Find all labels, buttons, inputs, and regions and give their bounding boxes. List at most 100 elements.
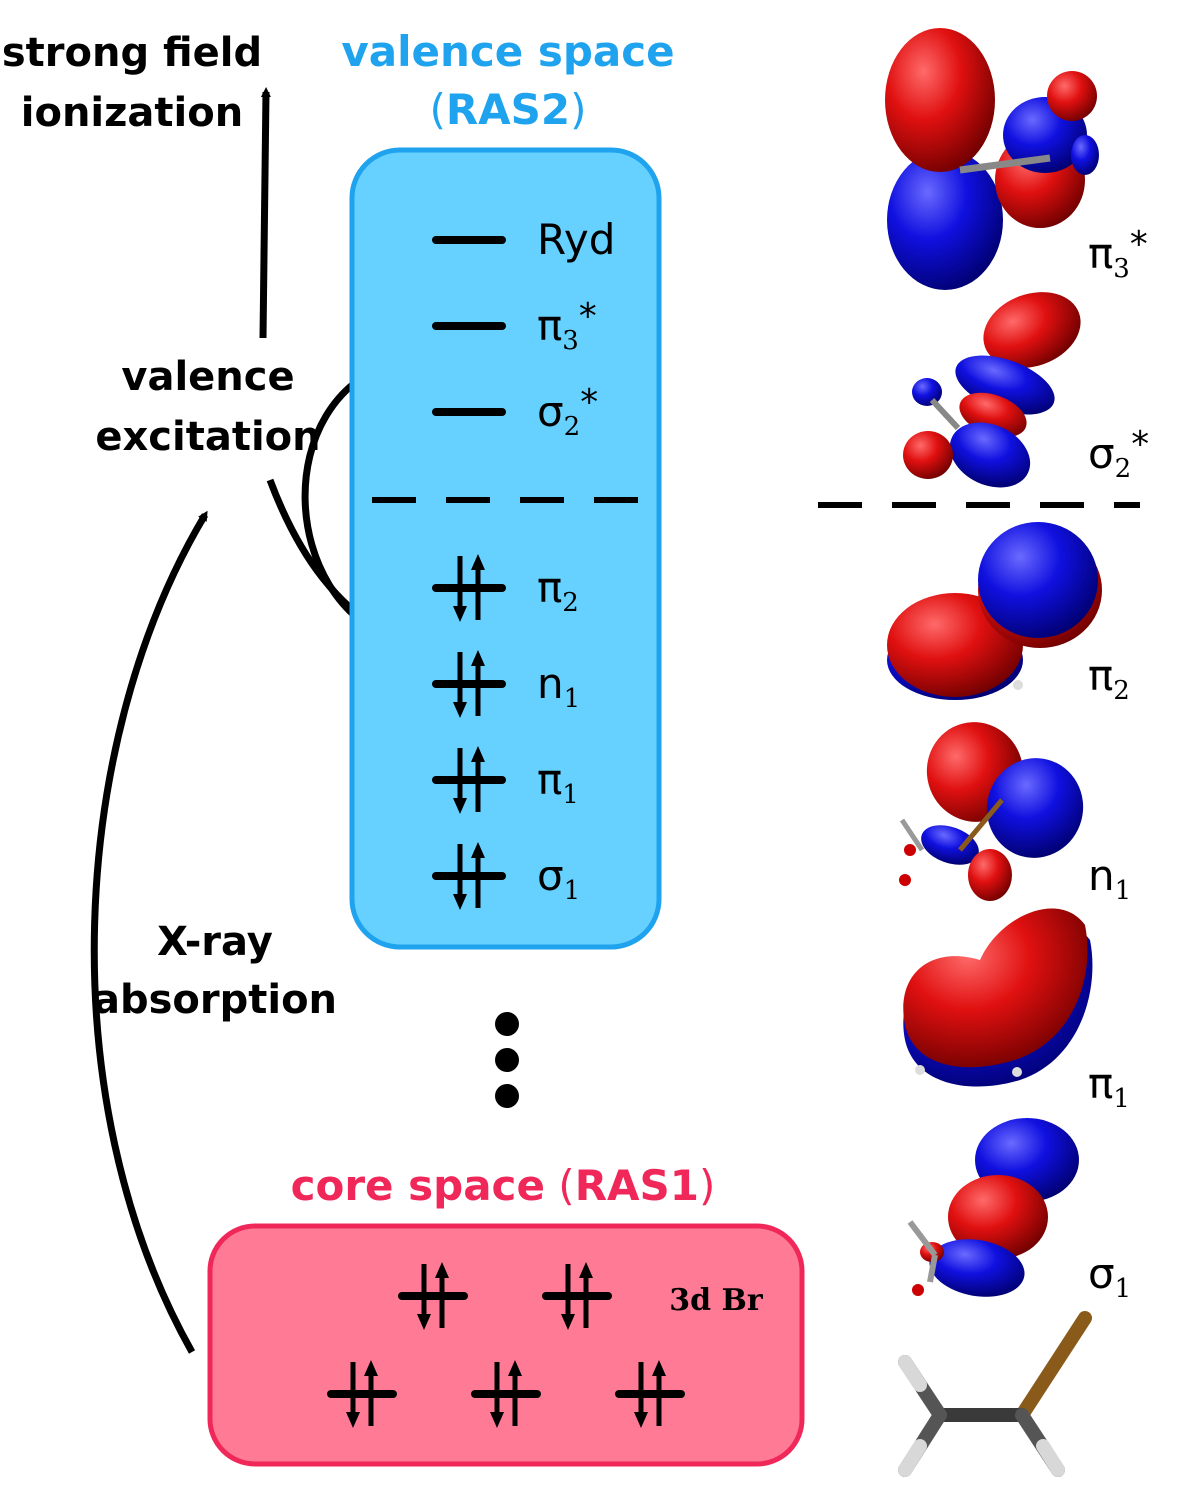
orbital-image-pi3-star (885, 28, 1099, 290)
orbital-image-label-superscript: * (1131, 424, 1149, 465)
occupied-level-label-subscript: 1 (564, 876, 581, 906)
core-orbital-level (542, 1262, 612, 1330)
core-space-box (207, 1223, 805, 1467)
orbital-image-label: π1 (1088, 1059, 1130, 1114)
orbital-image-label-base: σ (1088, 1249, 1115, 1298)
valence-excitation-line-1: valence (121, 354, 294, 400)
spin-down-arrow (417, 1264, 431, 1330)
unoccupied-level-label-superscript: * (579, 296, 597, 337)
valence-ras-label: RAS2 (446, 85, 570, 134)
unoccupied-level-label-superscript: * (580, 382, 598, 423)
spin-down-arrow (634, 1362, 648, 1428)
valence-excitation-label: valence excitation (95, 354, 320, 460)
spin-down-arrow (561, 1264, 575, 1330)
strong-field-line-2: ionization (21, 90, 243, 136)
ionization-arrow (259, 87, 271, 339)
orbital-image-label: σ1 (1088, 1249, 1131, 1304)
occupied-level-label: n1 (537, 659, 580, 714)
spin-up-arrow (579, 1262, 593, 1328)
valence-paren-open: ( (429, 85, 445, 134)
occupied-level-label-subscript: 2 (562, 588, 579, 618)
orbital-image-label-subscript: 2 (1113, 676, 1130, 706)
valence-paren-close: ) (570, 85, 586, 134)
occupied-level-label-subscript: 1 (562, 780, 579, 810)
orbital-image-label: π3* (1088, 224, 1148, 284)
bond-c-br (1015, 1311, 1092, 1422)
core-orbital-level (398, 1262, 468, 1330)
occupied-level: n1 (432, 650, 580, 718)
spin-up-arrow (471, 746, 485, 812)
occupied-level: σ1 (432, 842, 580, 910)
unoccupied-level-label-base: Ryd (537, 215, 615, 264)
spin-up-arrow (652, 1360, 666, 1426)
orbital-image-label-superscript: * (1130, 224, 1148, 265)
valence-space-title: valence space (341, 27, 674, 76)
valence-excitation-line-2: excitation (95, 414, 320, 460)
occupied-level: π2 (432, 554, 579, 622)
spin-up-arrow (435, 1262, 449, 1328)
orbital-image-label-base: σ (1088, 429, 1115, 478)
ellipsis-dots (495, 1012, 519, 1108)
spin-up-arrow (471, 650, 485, 716)
spin-up-arrow (508, 1360, 522, 1426)
xray-absorption-line-2: absorption (93, 977, 337, 1023)
core-paren-open: ( (545, 1161, 575, 1210)
spin-up-arrow (471, 554, 485, 620)
valence-space-subtitle: (RAS2) (429, 85, 586, 134)
orbital-image-pi2 (887, 522, 1102, 700)
occupied-level: π1 (432, 746, 579, 814)
spin-up-arrow (471, 842, 485, 908)
orbital-image-label: π2 (1088, 651, 1130, 706)
xray-absorption-line-1: X-ray (157, 919, 273, 965)
xray-absorption-arrow (90, 510, 209, 1354)
ellipsis-dot (495, 1012, 519, 1036)
core-levels (327, 1262, 685, 1428)
occupied-level-label-subscript: 1 (564, 684, 581, 714)
orbital-image-label-base: π (1088, 1059, 1113, 1108)
spin-down-arrow (346, 1362, 360, 1428)
core-ras-label: RAS1 (575, 1161, 699, 1210)
occupied-level-label-base: n (537, 659, 564, 708)
core-orbital-level (471, 1360, 541, 1428)
unoccupied-level-label-subscript: 2 (564, 412, 581, 442)
orbital-image-label-base: n (1088, 851, 1115, 900)
orbital-image-label-subscript: 1 (1113, 1084, 1130, 1114)
orbital-image-sigma2-star (903, 292, 1081, 488)
unoccupied-level-label: π3* (537, 296, 597, 356)
orbital-image-n1 (899, 722, 1084, 901)
core-space-name: core space (291, 1161, 545, 1210)
unoccupied-level: σ2* (432, 382, 598, 442)
unoccupied-level: Ryd (432, 215, 615, 264)
spin-down-arrow (453, 748, 467, 814)
spin-down-arrow (453, 556, 467, 622)
occupied-level-label: σ1 (537, 851, 580, 906)
occupied-level-label: π2 (537, 563, 579, 618)
orbital-image-label-subscript: 3 (1113, 254, 1130, 284)
orbital-image-label-subscript: 2 (1115, 454, 1132, 484)
unoccupied-level: π3* (432, 296, 597, 356)
orbital-image-sigma1 (907, 1118, 1079, 1297)
occupied-level-label-base: π (537, 563, 562, 612)
orbital-image-label: σ2* (1088, 424, 1149, 484)
core-orbital-level (615, 1360, 685, 1428)
core-orbital-level (327, 1360, 397, 1428)
valence-space-box (349, 147, 662, 950)
ellipsis-dot (495, 1084, 519, 1108)
occupied-level-label: π1 (537, 755, 579, 810)
orbital-image-label-base: π (1088, 229, 1113, 278)
occupied-level-label-base: σ (537, 851, 564, 900)
core-space-title: core space (RAS1) (291, 1161, 716, 1210)
xray-absorption-label: X-ray absorption (93, 919, 337, 1023)
core-orbital-label: 3d Br (669, 1283, 764, 1318)
orbital-image-label-subscript: 1 (1115, 876, 1132, 906)
strong-field-label: strong field ionization (2, 30, 262, 136)
unoccupied-level-label-subscript: 3 (562, 326, 579, 356)
unoccupied-level-label-base: σ (537, 387, 564, 436)
core-paren-close: ) (699, 1161, 715, 1210)
spin-up-arrow (364, 1360, 378, 1426)
molecule-model (898, 1311, 1092, 1477)
orbital-image-pi1 (903, 908, 1093, 1087)
